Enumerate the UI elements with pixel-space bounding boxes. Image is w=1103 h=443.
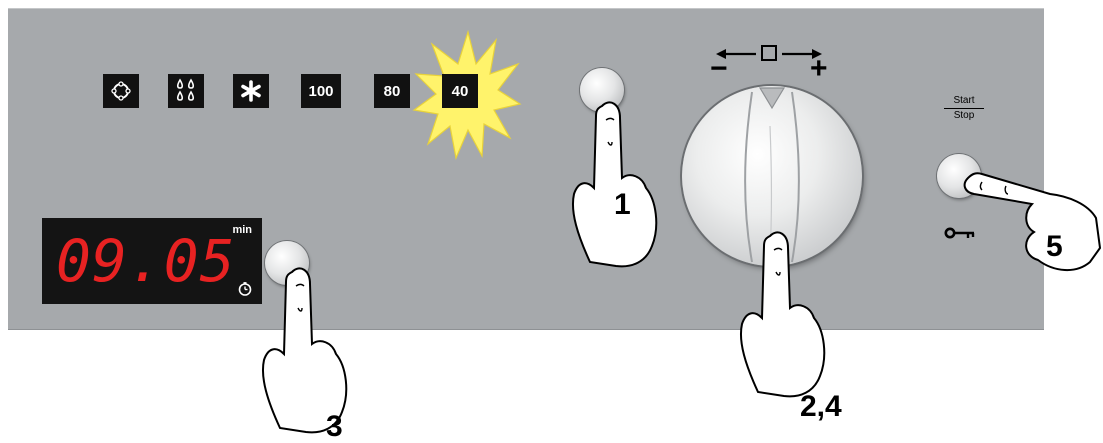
fan-program-icon[interactable] xyxy=(103,74,139,108)
temp-100-label: 100 xyxy=(308,83,333,100)
knob-plus-label: + xyxy=(810,54,828,84)
stop-label: Stop xyxy=(954,110,975,121)
temp-80-button[interactable]: 80 xyxy=(374,74,410,108)
step-1-label: 1 xyxy=(614,190,631,220)
hand-pointer-icon-2 xyxy=(728,226,833,406)
knob-minus-label: − xyxy=(710,54,728,84)
time-display: 09.05 min xyxy=(42,218,262,304)
temp-40-label: 40 xyxy=(452,83,469,100)
temp-40-button[interactable]: 40 xyxy=(442,74,478,108)
defrost-snowflake-icon[interactable] xyxy=(233,74,269,108)
step-2-4-label: 2,4 xyxy=(800,392,842,422)
start-label: Start xyxy=(944,94,984,109)
step-5-label: 5 xyxy=(1046,232,1063,262)
hand-pointer-icon-5 xyxy=(958,164,1103,294)
temp-100-button[interactable]: 100 xyxy=(301,74,341,108)
hand-pointer-icon-1 xyxy=(560,96,665,276)
time-readout: 09.05 xyxy=(56,226,236,296)
temp-80-label: 80 xyxy=(384,83,401,100)
time-unit-label: min xyxy=(232,224,252,236)
steam-drops-icon[interactable] xyxy=(168,74,204,108)
step-3-label: 3 xyxy=(326,412,343,442)
start-stop-label: Start Stop xyxy=(944,94,984,122)
